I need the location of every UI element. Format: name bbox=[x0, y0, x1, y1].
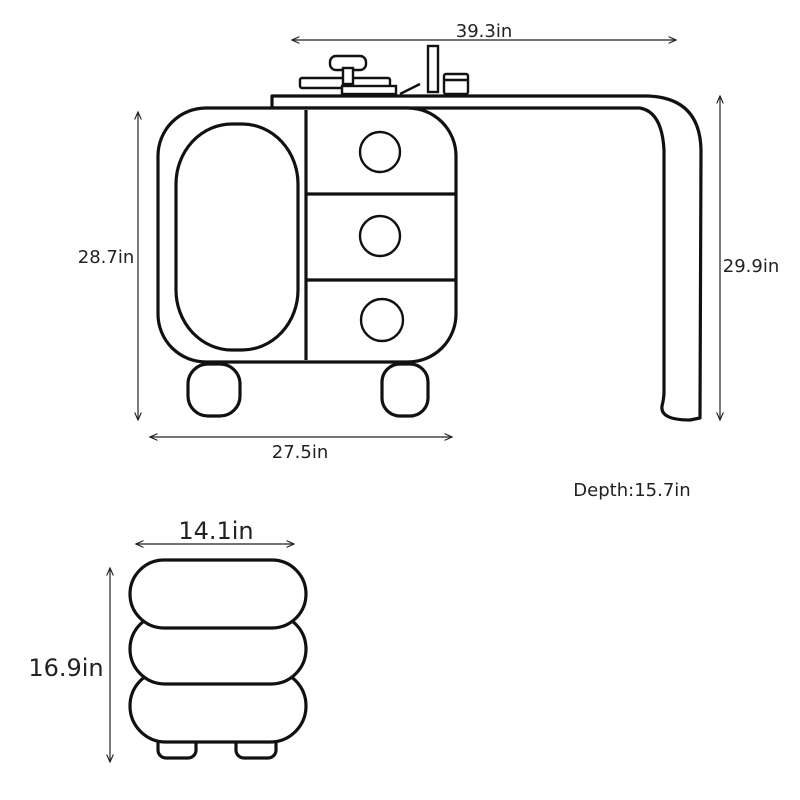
stool-width-label: 14.1in bbox=[178, 517, 253, 545]
desk-body-height-dimension: 28.7in bbox=[78, 112, 138, 420]
cabinet-door bbox=[174, 122, 300, 352]
vanity-desk-drawing bbox=[156, 44, 703, 422]
drawer-knob bbox=[358, 214, 402, 258]
stool-width-dimension: 14.1in bbox=[136, 517, 294, 545]
stool-cushion-top bbox=[128, 558, 308, 630]
stool-drawing bbox=[128, 558, 308, 760]
stool-height-label: 16.9in bbox=[28, 654, 103, 682]
cabinet-width-dimension: 27.5in bbox=[150, 437, 452, 463]
depth-label: Depth:15.7in bbox=[573, 480, 690, 501]
total-height-label: 29.9in bbox=[723, 256, 780, 277]
stool-height-dimension: 16.9in bbox=[28, 568, 110, 762]
drawer-knob bbox=[359, 297, 405, 343]
cabinet-foot bbox=[380, 362, 430, 418]
drawer-knob bbox=[358, 130, 402, 174]
desk-top-and-leg bbox=[270, 94, 703, 422]
desk-width-dimension: 39.3in bbox=[292, 21, 676, 42]
cabinet-foot bbox=[186, 362, 242, 418]
cabinet-width-label: 27.5in bbox=[272, 442, 329, 463]
desk-width-label: 39.3in bbox=[456, 21, 513, 42]
desk-total-height-dimension: 29.9in bbox=[720, 96, 779, 420]
body-height-label: 28.7in bbox=[78, 247, 135, 268]
desk-accessories bbox=[298, 44, 470, 96]
